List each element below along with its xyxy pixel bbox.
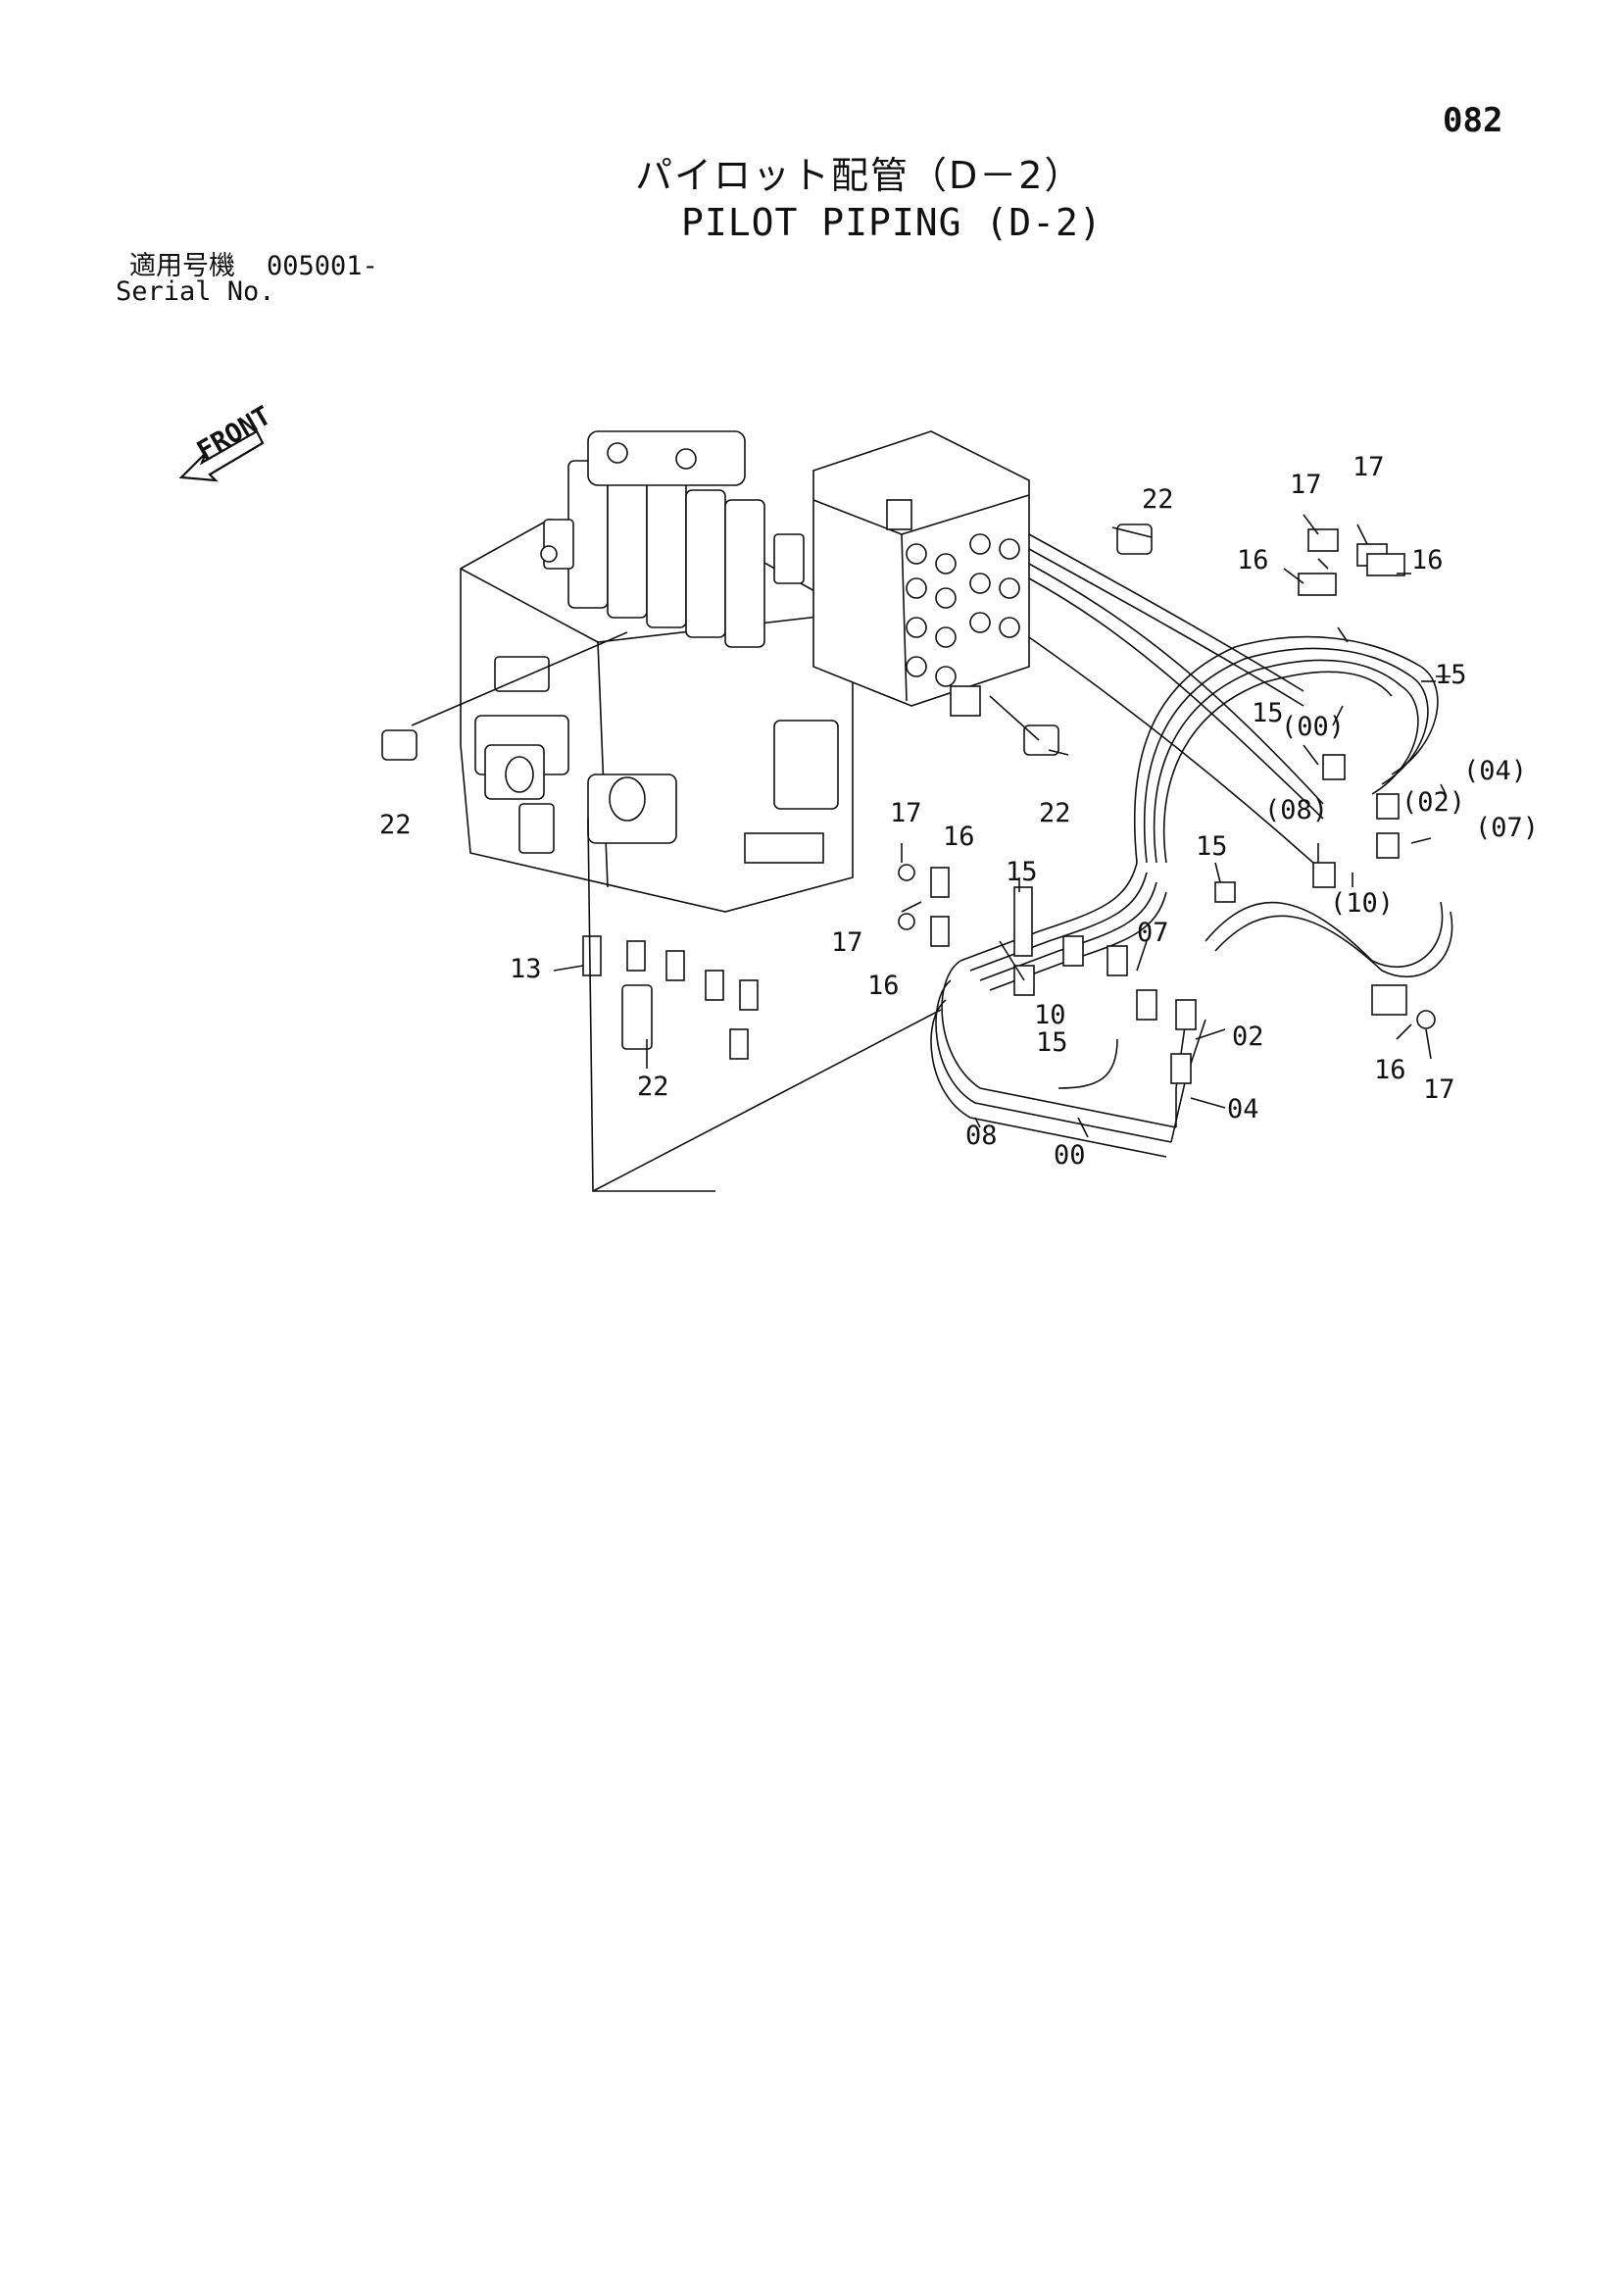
- callout-10-paren: (10): [1330, 888, 1394, 919]
- serial-label-japanese: 適用号機: [129, 251, 235, 281]
- callout-17-b: 17: [1352, 452, 1385, 482]
- callout-00: 00: [1054, 1140, 1086, 1171]
- callout-16-c: 16: [943, 822, 975, 852]
- control-valve: [460, 430, 854, 913]
- serial-label: Serial No.: [116, 276, 275, 307]
- callout-15-e: 15: [1196, 831, 1228, 862]
- callout-00-paren: (00): [1281, 712, 1345, 742]
- callout-02-paren: (02): [1402, 787, 1465, 818]
- callout-16-b: 16: [1411, 545, 1444, 575]
- fittings: [381, 524, 1436, 1084]
- callout-07-paren: (07): [1475, 813, 1539, 843]
- callout-16-d: 16: [867, 971, 900, 1001]
- callout-22-left: 22: [379, 810, 412, 840]
- callout-15-right: 15: [1435, 660, 1467, 690]
- callout-15-mid: 15: [1252, 698, 1284, 728]
- front-arrow-icon: FRONT: [178, 401, 276, 482]
- callout-04: 04: [1227, 1094, 1259, 1124]
- callout-13: 13: [510, 954, 542, 984]
- leader-lines: [411, 514, 1451, 1192]
- page-title: PILOT PIPING (D-2): [681, 201, 1103, 244]
- callout-15-f: 15: [1036, 1027, 1068, 1058]
- page-title-japanese: パイロット配管（D－2）: [635, 154, 1084, 197]
- callout-02: 02: [1232, 1022, 1264, 1052]
- callout-17-d: 17: [831, 927, 863, 958]
- callout-15-c: 15: [1006, 857, 1038, 887]
- callout-07: 07: [1137, 918, 1169, 948]
- callout-16-a: 16: [1237, 545, 1269, 575]
- callout-17-a: 17: [1290, 470, 1322, 500]
- callout-22-top: 22: [1142, 484, 1174, 515]
- callout-08: 08: [965, 1121, 998, 1151]
- callout-22-bottom: 22: [637, 1072, 669, 1102]
- callout-labels: 22 17 17 16 16 15 15 (00) (04) (02) (07)…: [379, 452, 1539, 1171]
- page-number: 082: [1443, 101, 1503, 140]
- callout-04-paren: (04): [1463, 756, 1527, 786]
- pilot-manifold: [812, 430, 1030, 717]
- serial-number: 005001-: [267, 251, 378, 281]
- callout-17-e: 17: [1423, 1074, 1455, 1105]
- callout-08-paren: (08): [1264, 795, 1328, 825]
- callout-16-e: 16: [1374, 1055, 1406, 1085]
- front-label: FRONT: [192, 401, 276, 467]
- callout-17-c: 17: [890, 798, 922, 828]
- callout-22-center: 22: [1039, 798, 1071, 828]
- callout-10: 10: [1034, 1000, 1066, 1030]
